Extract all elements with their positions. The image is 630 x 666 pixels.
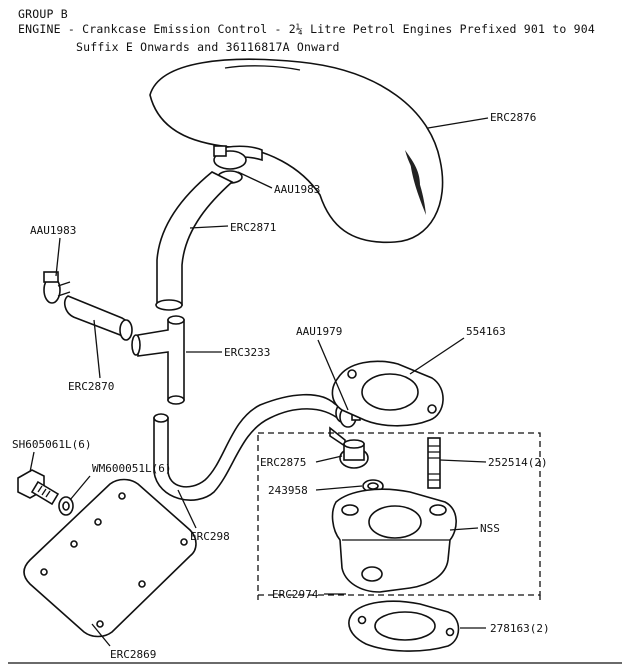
label-erc298: ERC298 (190, 530, 230, 543)
assembly-outline (257, 432, 541, 600)
label-554163: 554163 (466, 325, 506, 338)
label-252514: 252514(2) (488, 456, 548, 469)
label-erc2876: ERC2876 (490, 111, 536, 124)
label-aau1983-top: AAU1983 (274, 183, 320, 196)
label-erc3233: ERC3233 (224, 346, 270, 359)
group-heading: GROUP B (18, 7, 68, 21)
t-piece-erc3233 (131, 315, 185, 405)
label-wm600051l: WM600051L(6) (92, 462, 171, 475)
label-erc2871: ERC2871 (230, 221, 276, 234)
hose-erc298 (153, 393, 349, 501)
label-278163: 278163(2) (490, 622, 550, 635)
bolt-sh605061l (17, 469, 60, 506)
adaptor-erc2875 (329, 426, 369, 469)
leader-lines (29, 117, 489, 647)
diagram-subtitle: Suffix E Onwards and 36116817A Onward (76, 40, 340, 54)
label-erc2869: ERC2869 (110, 648, 156, 661)
hose-erc2870 (63, 295, 133, 341)
label-erc2875: ERC2875 (260, 456, 306, 469)
washer-wm600051l (58, 496, 74, 516)
gasket-278163 (348, 600, 460, 652)
label-sh605061l: SH605061L(6) (12, 438, 91, 451)
label-243958: 243958 (268, 484, 308, 497)
label-aau1979: AAU1979 (296, 325, 342, 338)
diagram-title: ENGINE - Crankcase Emission Control - 2¼… (18, 22, 596, 36)
label-nss: NSS (480, 522, 500, 535)
intake-elbow-erc2876 (149, 58, 444, 244)
label-erc2870: ERC2870 (68, 380, 114, 393)
gasket-554163 (331, 360, 444, 427)
cover-plate-erc2869 (23, 478, 197, 638)
hose-erc2871 (155, 171, 234, 311)
label-erc2974: ERC2974 (272, 588, 319, 601)
label-aau1983-left: AAU1983 (30, 224, 76, 237)
stud-252514 (427, 437, 441, 489)
hose-clip-aau1983-left (43, 271, 71, 304)
flange-housing-nss (331, 488, 457, 593)
